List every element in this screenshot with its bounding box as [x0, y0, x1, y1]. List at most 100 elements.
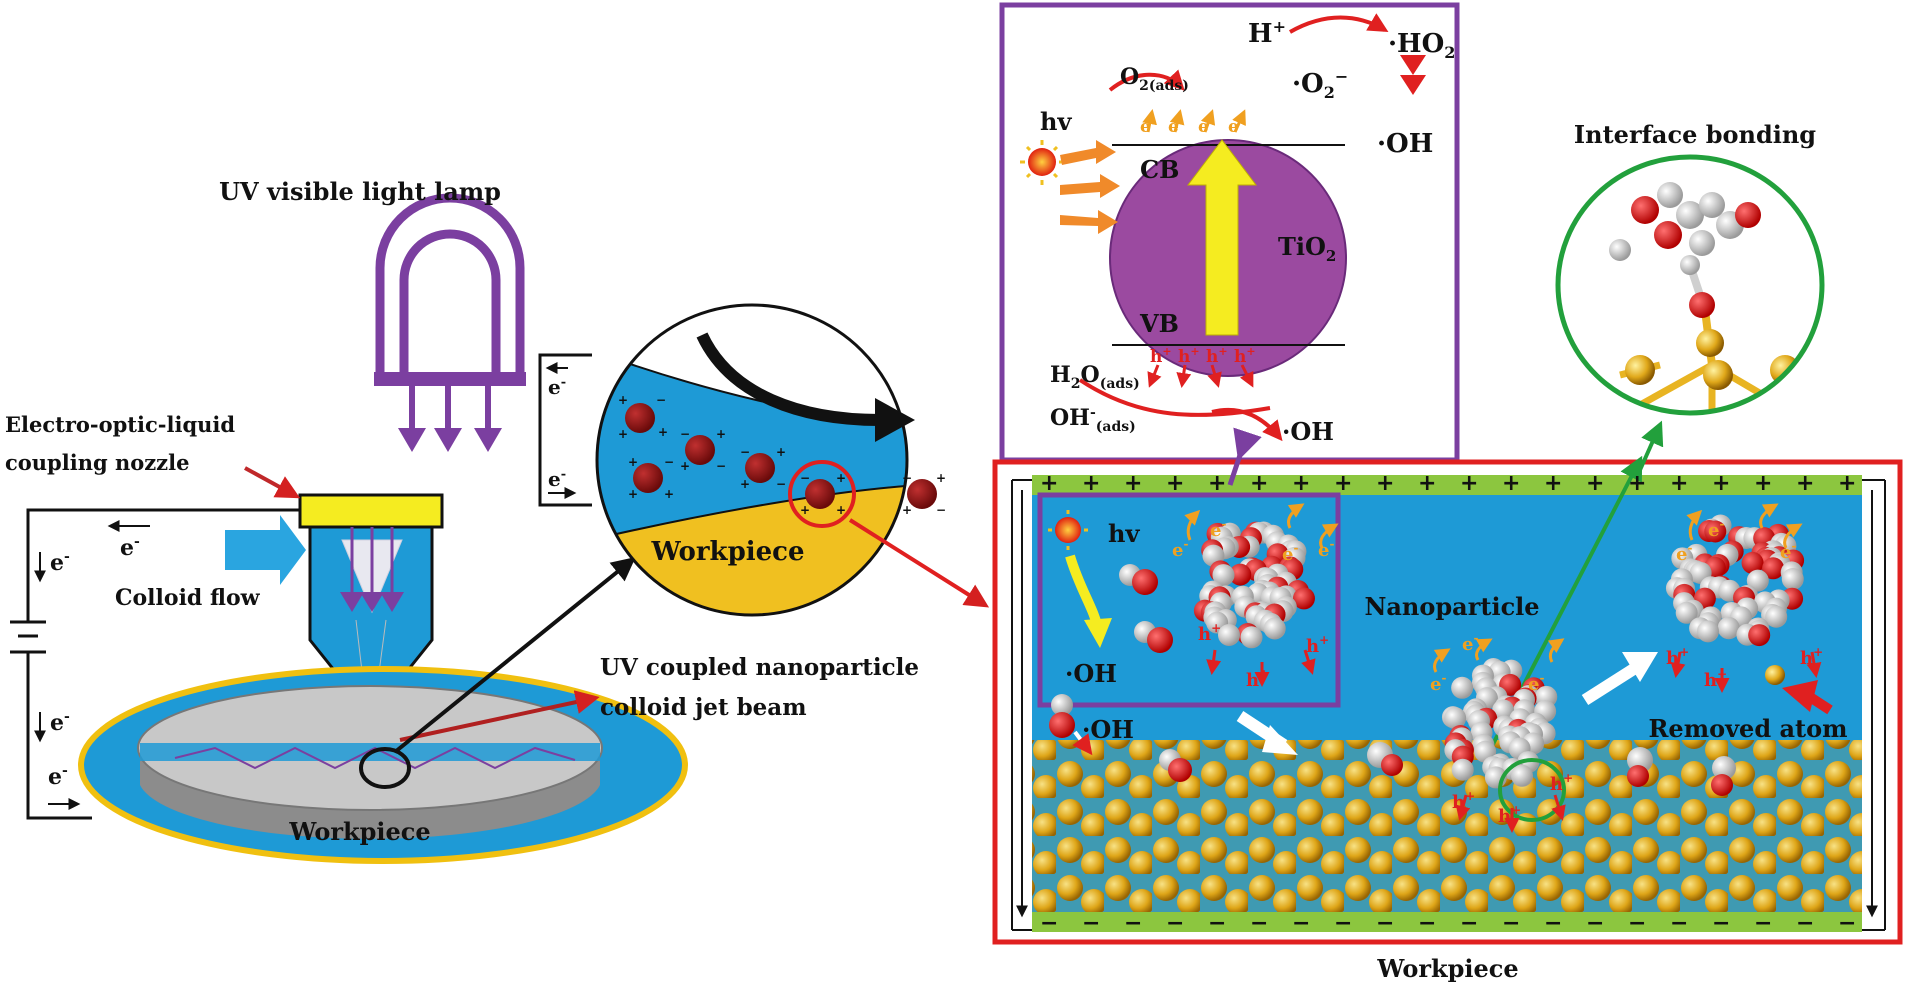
svg-text:h+: h+ [1206, 345, 1228, 367]
svg-text:e-: e- [1210, 517, 1226, 541]
svg-text:h+: h+ [1800, 645, 1823, 669]
workpiece-platform [78, 666, 688, 864]
svg-text:h+: h+ [1452, 789, 1475, 813]
charge-labels: e-e-e-e-e-e-e-e-e-e-h+h+h+h+h+h+h+h+h+ [1172, 517, 1823, 827]
jet-pointer-arrow [399, 690, 600, 742]
svg-text:e-: e- [1528, 671, 1544, 695]
h-plus-label: H+ [1248, 17, 1286, 49]
svg-text:+: + [936, 471, 946, 485]
svg-text:+: + [740, 477, 750, 491]
removed-atom-label: Removed atom [1648, 714, 1847, 743]
tio2-nanoparticle-cluster [1441, 657, 1558, 789]
oxygen-atom [1292, 587, 1315, 610]
svg-text:+: + [628, 487, 638, 501]
negative-electrode [1032, 912, 1862, 932]
plus-sign: + [1586, 471, 1604, 496]
tio2-label: TiO2 [1278, 232, 1336, 265]
oxygen-atom [1229, 563, 1252, 586]
svg-text:+: + [716, 427, 726, 441]
svg-text:e-: e- [1318, 537, 1334, 561]
svg-text:h+: h+ [1550, 771, 1573, 795]
svg-text:+: + [776, 445, 786, 459]
photocatalysis-labels: hv CB VB TiO2 H+ ·HO2 O2(ads) ·O2− ·OH H… [1040, 17, 1455, 446]
minus-sign: − [1166, 911, 1184, 936]
link-to-photocatalysis [1227, 427, 1262, 486]
titanium-atom [1746, 569, 1769, 592]
light-arrow [434, 428, 462, 452]
workpiece-label-left: Workpiece [288, 817, 430, 846]
light-arrow [474, 428, 502, 452]
titanium-atom [1765, 605, 1788, 628]
electron-label: e- [548, 375, 566, 399]
hydroxyl-molecule [1119, 564, 1158, 595]
svg-text:−: − [656, 393, 666, 407]
plus-sign: + [1376, 471, 1394, 496]
svg-text:+: + [618, 427, 628, 441]
lamp-label: UV visible light lamp [219, 177, 501, 206]
colloid-flow-label: Colloid flow [115, 585, 261, 611]
minus-sign: − [1460, 911, 1478, 936]
minus-sign: − [1796, 911, 1814, 936]
minus-sign: − [1124, 911, 1142, 936]
oh-ads-label: OH-(ads) [1050, 405, 1136, 435]
light-arrows [1060, 140, 1120, 234]
light-arrow [398, 428, 426, 452]
titanium-atom [1696, 620, 1719, 643]
nozzle-cap [298, 493, 444, 529]
uv-lamp [374, 193, 526, 452]
titanium-atom [1451, 676, 1474, 699]
surface-species [1049, 652, 1833, 822]
svg-text:e-: e- [1282, 541, 1298, 565]
plus-sign: + [1082, 471, 1100, 496]
oh-radical-label: ·OH [1282, 417, 1334, 446]
svg-text:+: + [628, 455, 638, 469]
magnified-view [538, 303, 937, 617]
svg-text:−: − [740, 445, 750, 459]
svg-text:+: + [836, 503, 846, 517]
titanium-atom [1263, 617, 1286, 640]
titanium-atom [1217, 623, 1240, 646]
svg-text:+: + [664, 487, 674, 501]
svg-text:h+: h+ [1704, 667, 1727, 691]
particle-charges: +−++ −++− −++− +−++ −+++ −++− [618, 393, 946, 517]
highlight-circle [788, 460, 856, 528]
plus-sign: + [1166, 471, 1184, 496]
oxygen-atom [1704, 520, 1727, 543]
titanium-atom [1444, 707, 1467, 730]
charged-nanoparticle [625, 403, 655, 433]
vb-label: VB [1139, 309, 1179, 338]
flow-arrow [696, 332, 881, 426]
charged-nanoparticle [907, 479, 937, 509]
charge-transfer-arrows [1184, 503, 1822, 833]
minus-sign: − [1754, 911, 1772, 936]
o2-radical-label: ·O2− [1292, 67, 1348, 102]
minus-sign: − [1418, 911, 1436, 936]
svg-text:+: + [800, 503, 810, 517]
minus-sign: − [1250, 911, 1268, 936]
oh-radical-label: ·OH [1065, 659, 1117, 688]
plus-sign: + [1292, 471, 1310, 496]
electron-label: e- [48, 763, 68, 790]
band-gap-arrow [1186, 139, 1258, 336]
tio2-nanoparticle-cluster [1665, 514, 1805, 647]
minus-sign: − [1628, 911, 1646, 936]
svg-text:h+: h+ [1246, 667, 1269, 691]
svg-text:−: − [902, 471, 912, 485]
focus-circle [359, 747, 411, 789]
nanoparticle-label: Nanoparticle [1364, 592, 1539, 621]
workpiece-label-mag: Workpiece [650, 537, 804, 567]
colloid-flow-arrow [225, 515, 306, 585]
hydroxyl-molecule [1134, 621, 1173, 653]
ho2-label: ·HO2 [1388, 29, 1455, 62]
svg-text:h+: h+ [1498, 803, 1521, 827]
svg-text:−: − [680, 427, 690, 441]
h2o-ads-label: H2O(ads) [1050, 362, 1140, 392]
plus-sign: + [1124, 471, 1142, 496]
svg-text:e-: e- [1780, 539, 1796, 563]
svg-text:+: + [836, 471, 846, 485]
svg-text:−: − [664, 455, 674, 469]
plus-sign: + [1208, 471, 1226, 496]
svg-text:e-: e- [1198, 115, 1213, 137]
titanium-atom [1717, 617, 1740, 640]
minus-sign: − [1040, 911, 1058, 936]
